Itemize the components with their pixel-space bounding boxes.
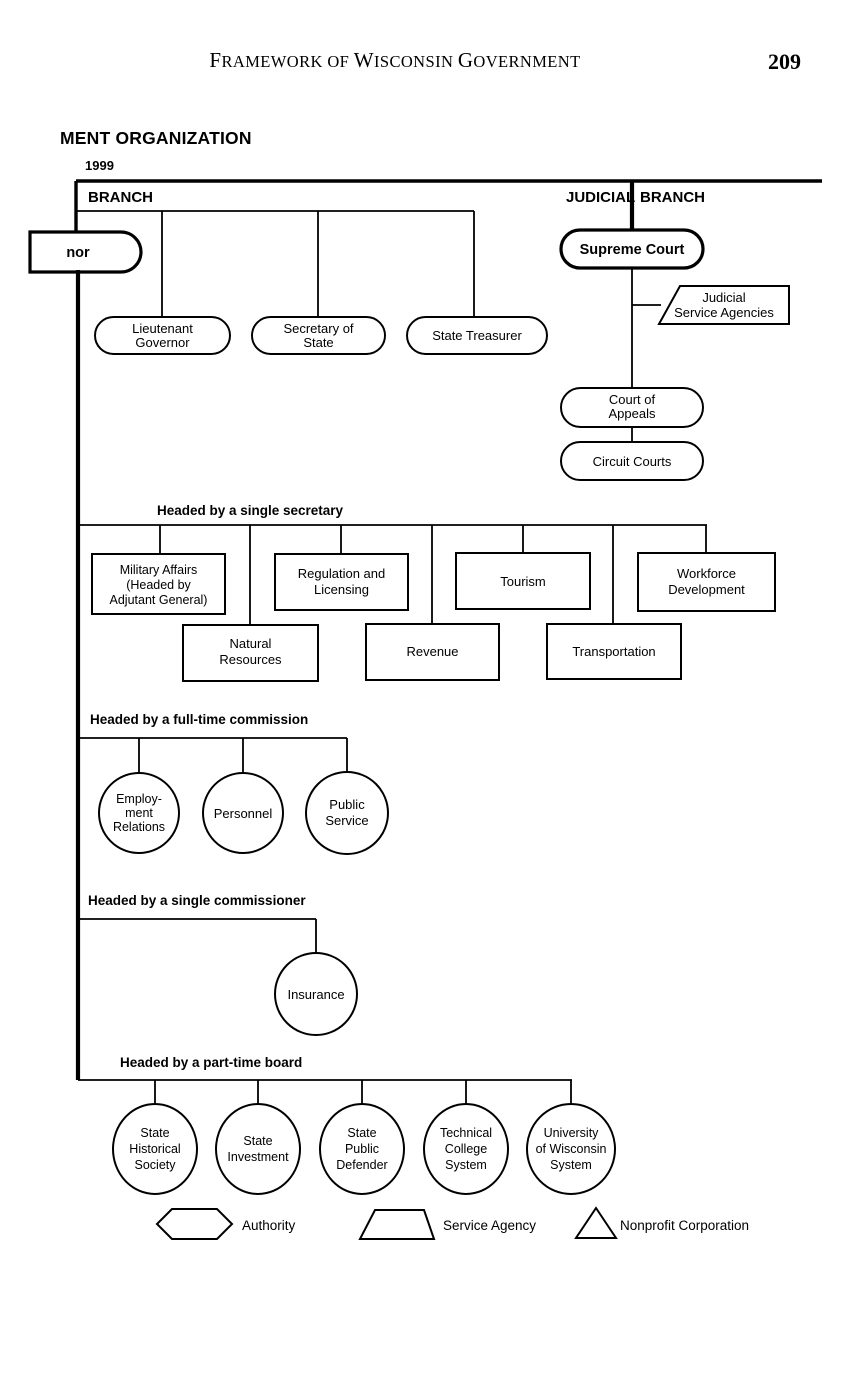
chart-year: 1999 [85,158,114,173]
legend-item-service-agency: Service Agency [358,1209,536,1240]
board-technical-college-system[interactable]: Technical College System [423,1103,509,1195]
secretary-of-state-node[interactable]: Secretary of State [251,316,386,355]
department-revenue[interactable]: Revenue [365,623,500,681]
state-treasurer-node[interactable]: State Treasurer [406,316,548,355]
commission-personnel[interactable]: Personnel [202,772,284,854]
state-historical-society-line3: Society [135,1158,177,1172]
military-affairs-line3: Adjutant General) [110,593,208,607]
commission-public-service[interactable]: Public Service [305,771,389,855]
supreme-court-label: Supreme Court [580,242,685,258]
uw-system-line2: of Wisconsin [536,1142,607,1156]
uw-system-line3: System [550,1158,592,1172]
military-affairs-line2: (Headed by [126,578,191,592]
state-historical-society-line1: State [140,1126,169,1140]
board-university-of-wisconsin-system[interactable]: University of Wisconsin System [526,1103,616,1195]
regulation-licensing-line1: Regulation and [298,566,385,581]
triangle-icon [574,1206,618,1239]
circuit-courts-label: Circuit Courts [593,454,672,469]
running-title: FRAMEWORK OF WISCONSIN GOVERNMENT [209,48,581,72]
executive-branch-label: BRANCH [88,189,153,206]
trapezoid-icon [358,1209,436,1240]
legend-label-service-agency: Service Agency [443,1218,536,1233]
employment-relations-line3: Relations [113,820,165,834]
legend: Authority Service Agency Nonprofit Corpo… [155,1206,749,1240]
department-tourism[interactable]: Tourism [455,552,591,610]
insurance-label: Insurance [287,987,344,1002]
tourism-label: Tourism [500,574,546,589]
judicial-connectors [631,268,661,388]
circuit-courts-node[interactable]: Circuit Courts [560,441,704,481]
military-affairs-line1: Military Affairs [120,563,198,577]
group-label-secretary: Headed by a single secretary [157,503,344,518]
commission-employment-relations[interactable]: Employ- ment Relations [98,772,180,854]
board-state-investment[interactable]: State Investment [215,1103,301,1195]
commissioner-insurance[interactable]: Insurance [274,952,358,1036]
public-service-line1: Public [329,797,365,812]
lieutenant-governor-node[interactable]: Lieutenant Governor [94,316,231,355]
board-state-historical-society[interactable]: State Historical Society [112,1103,198,1195]
workforce-development-line1: Workforce [677,566,736,581]
department-transportation[interactable]: Transportation [546,623,682,680]
secretary-of-state-label-line1: Secretary of [283,321,353,336]
technical-college-system-line3: System [445,1158,487,1172]
state-investment-line1: State [243,1134,272,1148]
technical-college-system-line2: College [445,1142,487,1156]
state-public-defender-line1: State [347,1126,376,1140]
judicial-branch-label-left: JUDICIAL [566,189,635,206]
governor-node[interactable]: nor [28,230,143,274]
board-bus-connectors [78,1079,572,1106]
state-investment-line2: Investment [227,1150,289,1164]
personnel-label: Personnel [214,806,273,821]
department-military-affairs[interactable]: Military Affairs (Headed by Adjutant Gen… [91,553,226,615]
hexagon-icon [155,1208,234,1240]
judicial-service-agencies-label-line2: Service Agencies [674,305,774,320]
technical-college-system-line1: Technical [440,1126,492,1140]
lieutenant-governor-label-line2: Governor [135,335,190,350]
court-of-appeals-label-line1: Court of [609,392,656,407]
department-workforce-development[interactable]: Workforce Development [637,552,776,612]
page-header: FRAMEWORK OF WISCONSIN GOVERNMENT 209 [0,48,859,80]
lieutenant-governor-label-line1: Lieutenant [132,321,193,336]
state-public-defender-line3: Defender [336,1158,387,1172]
group-label-board: Headed by a part-time board [120,1055,302,1070]
legend-item-authority: Authority [155,1208,296,1240]
legend-label-nonprofit-corporation: Nonprofit Corporation [620,1218,749,1233]
governor-label: nor [66,245,90,261]
department-natural-resources[interactable]: Natural Resources [182,624,319,682]
court-of-appeals-label-line2: Appeals [609,406,656,421]
chart-frame [74,179,822,236]
revenue-label: Revenue [406,644,458,659]
regulation-licensing-line2: Licensing [314,582,369,597]
executive-officer-connectors [76,210,475,317]
judicial-service-agencies-node[interactable]: Judicial Service Agencies [657,285,790,325]
board-state-public-defender[interactable]: State Public Defender [319,1103,405,1195]
commission-bus-connectors [78,737,348,773]
state-historical-society-line2: Historical [129,1142,180,1156]
commissioner-bus-connectors [78,918,317,953]
legend-label-authority: Authority [242,1218,296,1233]
workforce-development-line2: Development [668,582,745,597]
legend-item-nonprofit-corporation: Nonprofit Corporation [574,1206,749,1239]
department-regulation-and-licensing[interactable]: Regulation and Licensing [274,553,409,611]
state-public-defender-line2: Public [345,1142,379,1156]
public-service-line2: Service [325,813,368,828]
group-label-commissioner: Headed by a single commissioner [88,893,306,908]
court-of-appeals-node[interactable]: Court of Appeals [560,387,704,428]
chart-title: MENT ORGANIZATION [60,128,252,148]
state-treasurer-label: State Treasurer [432,328,522,343]
group-label-commission: Headed by a full-time commission [90,712,308,727]
judicial-service-agencies-label-line1: Judicial [702,290,745,305]
page-number: 209 [768,49,801,74]
judicial-branch-label-right: BRANCH [640,189,705,206]
supreme-court-node[interactable]: Supreme Court [559,228,705,270]
natural-resources-line2: Resources [219,652,282,667]
transportation-label: Transportation [572,644,655,659]
secretary-bus-connectors [78,524,707,625]
natural-resources-line1: Natural [230,636,272,651]
employment-relations-line2: ment [125,806,153,820]
secretary-of-state-label-line2: State [303,335,333,350]
employment-relations-line1: Employ- [116,792,162,806]
uw-system-line1: University [544,1126,600,1140]
